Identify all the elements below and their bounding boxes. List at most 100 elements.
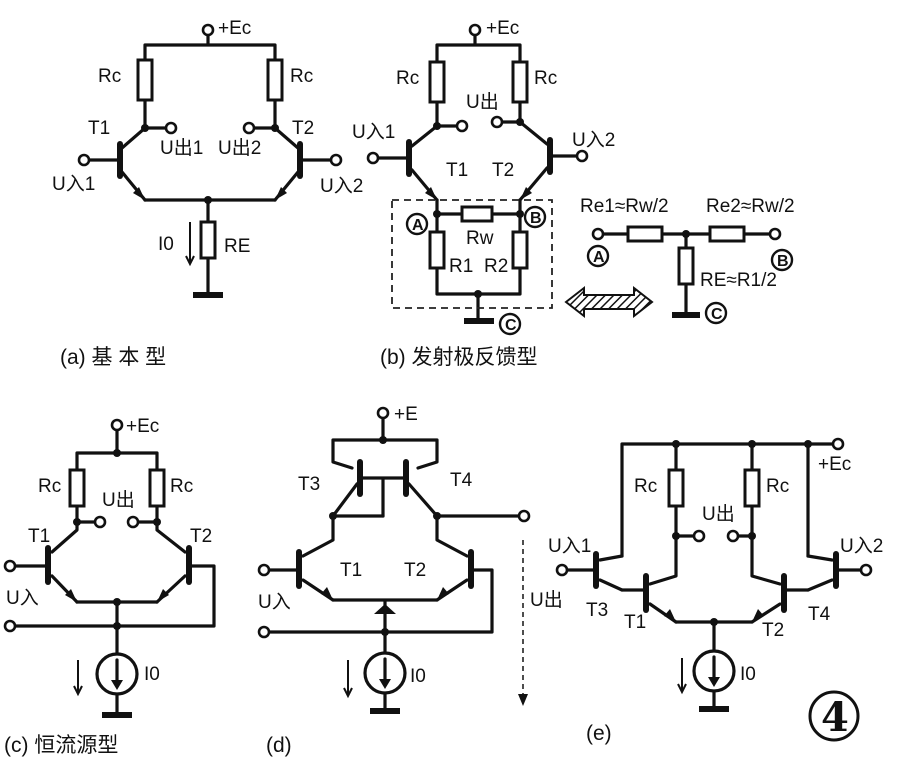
label-re: RE [224,236,250,257]
equiv-terminal-a [591,227,605,241]
label-i0: I0 [740,664,756,685]
label-rc-right: Rc [534,68,557,89]
resistor-re2 [708,225,746,243]
label-in: U入 [258,592,291,613]
label-rc-left: Rc [396,68,419,89]
vcc-terminal [468,23,482,37]
in1-terminal [77,153,91,167]
label-t1: T1 [624,612,646,633]
current-source [363,651,407,695]
node-b-marker [523,205,547,229]
vcc-terminal [376,406,390,420]
label-t2: T2 [404,560,426,581]
out-terminal-right [126,515,140,529]
label-rc-right: Rc [290,66,313,87]
label-i0: I0 [410,666,426,687]
circuit-c: +Ec Rc Rc U出 T1 T2 U入 I0 (c) 恒流源型 [3,416,216,757]
label-out: U出 [702,503,735,525]
in2-terminal [329,153,343,167]
out1-terminal [164,121,178,135]
resistor-rc-right [148,468,166,508]
label-t1: T1 [446,160,468,181]
label-rc-right: Rc [170,476,193,497]
label-in2: U入2 [572,130,615,151]
out-terminal-right [726,529,740,543]
caption-d: (d) [266,734,292,757]
label-out: U出 [466,91,499,113]
out-terminal-left [93,515,107,529]
label-r2: R2 [484,256,508,277]
resistor-rc-left [136,58,154,102]
label-t2: T2 [190,526,212,547]
resistor-re1 [626,225,664,243]
current-source [95,652,139,696]
label-t1: T1 [88,118,110,139]
label-t4: T4 [808,604,831,625]
in-terminal [3,559,17,573]
resistor-re [199,220,217,260]
ground-symbol [464,318,494,324]
resistor-rc-right [743,468,761,508]
label-i0: I0 [158,234,174,255]
label-re2: Re2≈Rw/2 [706,196,795,217]
equiv-terminal-b [768,227,782,241]
in2-terminal [575,149,589,163]
circuit-d: +E T3 T4 T1 T2 U入 U出 I0 (d) [257,404,563,757]
vcc-terminal [110,418,124,432]
resistor-rc-right [511,60,529,104]
label-r1: R1 [449,256,473,277]
circuit-b: A B C +Ec Rc Rc U出 U入1 U入2 T1 T2 Rw R1 R… [352,18,795,369]
label-in1: U入1 [52,174,95,195]
label-in1: U入1 [352,122,395,143]
figure-number-circle [808,690,860,742]
current-source [692,649,736,693]
resistor-rc-right [266,58,284,102]
node-a-marker [405,212,429,236]
label-t3: T3 [298,474,320,495]
caption-e: (e) [586,722,612,745]
label-vcc: +Ec [486,18,519,39]
out-terminal-right [490,115,504,129]
label-vcc: +Ec [218,18,251,39]
equiv-node-b-marker [770,248,794,272]
resistor-r2 [511,230,529,270]
label-rc-left: Rc [634,476,657,497]
resistor-rc-left [68,468,86,508]
caption-c: (c) 恒流源型 [4,734,118,757]
label-t1: T1 [340,560,362,581]
label-out: U出 [530,589,563,611]
label-t4: T4 [450,470,473,491]
ground-input-terminal [3,619,17,633]
label-in2: U入2 [840,536,883,557]
label-out: U出 [102,489,135,511]
ground-symbol [672,312,700,318]
in1-terminal [555,563,569,577]
label-vcc: +E [394,404,418,425]
label-t2: T2 [292,118,314,139]
node-a-label: A [412,217,424,234]
equiv-node-c-label: C [711,306,723,323]
label-i0: I0 [144,664,160,685]
node-c-label: C [505,317,517,334]
circuit-a: +Ec Rc Rc T1 T2 U出1 U出2 U入1 U入2 I0 RE (a… [52,18,363,369]
label-re: RE≈R1/2 [700,270,777,291]
label-vcc: +Ec [818,454,851,475]
out-terminal-left [455,119,469,133]
label-re1: Re1≈Rw/2 [580,196,669,217]
label-out2: U出2 [218,137,261,159]
figure-number: 4 [821,694,849,741]
equiv-node-b-label: B [777,253,789,270]
ground-symbol [102,712,132,718]
resistor-rc-left [428,60,446,104]
resistor-rc-left [667,468,685,508]
resistor-re [677,246,695,286]
out2-terminal [242,121,256,135]
vcc-terminal [831,437,845,451]
caption-b: (b) 发射极反馈型 [380,346,538,369]
ground-input-terminal [257,625,271,639]
label-t2: T2 [492,160,514,181]
label-rc-left: Rc [38,476,61,497]
ground-symbol [370,708,400,714]
